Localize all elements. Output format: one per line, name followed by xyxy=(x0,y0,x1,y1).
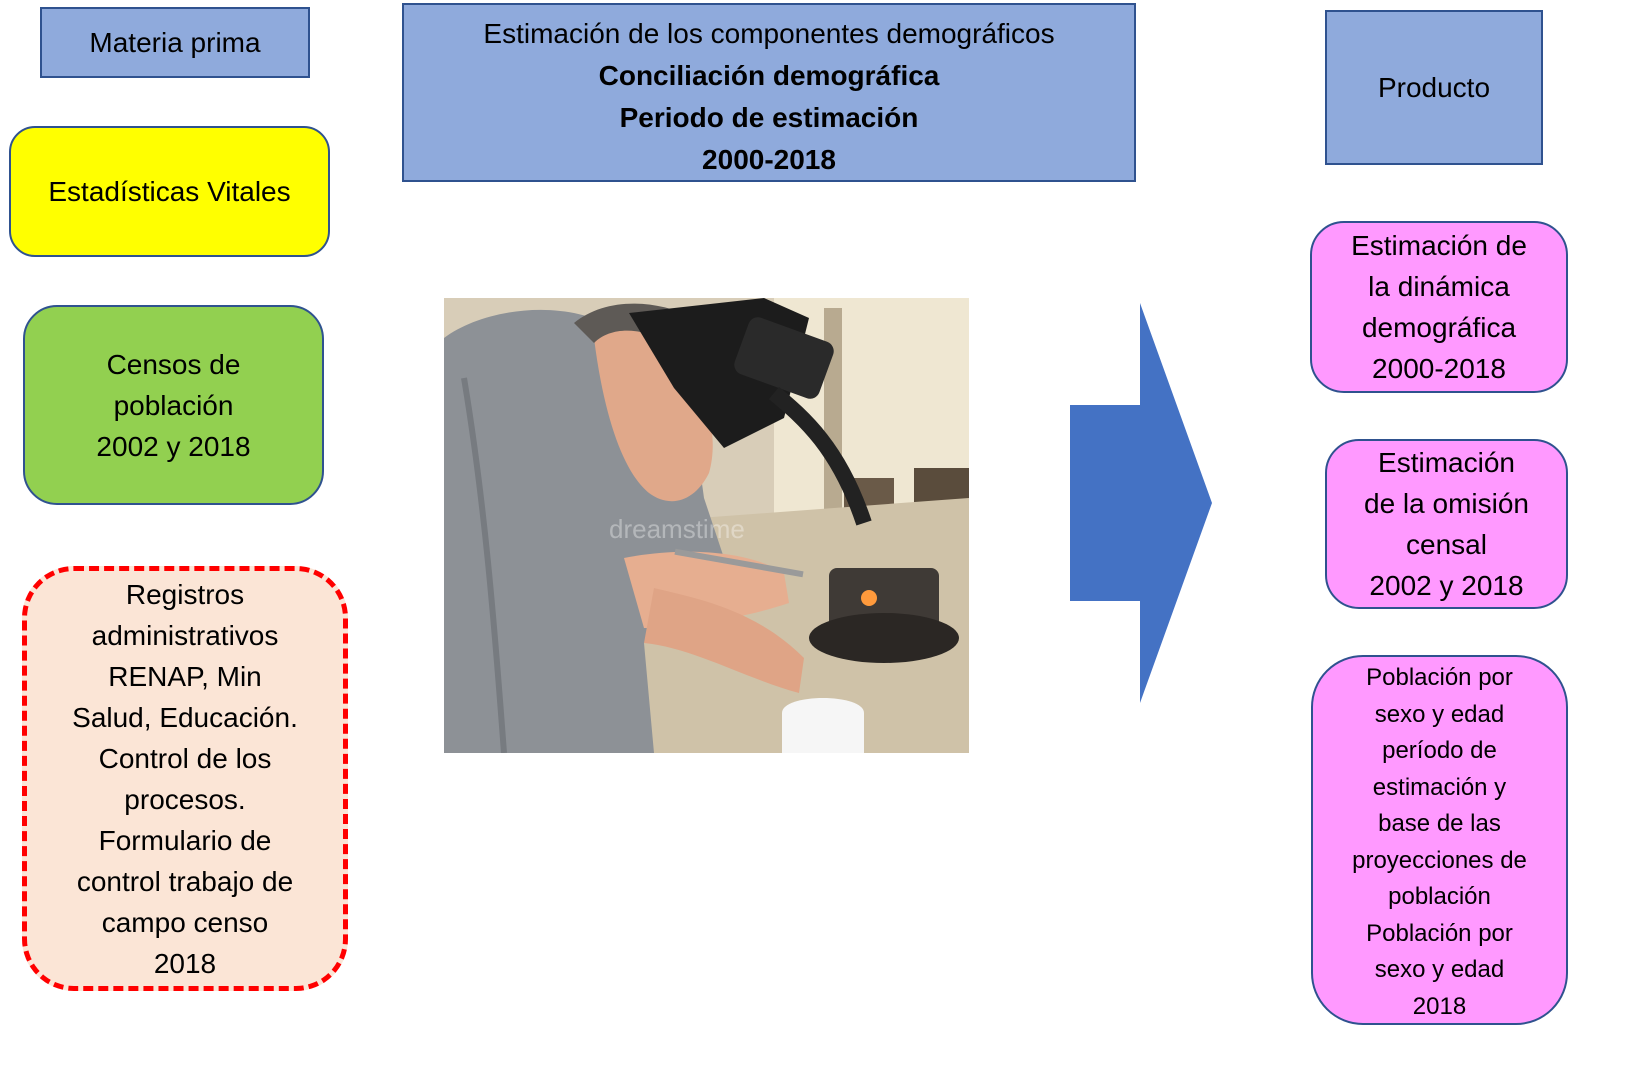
omision-line: de la omisión xyxy=(1364,488,1529,519)
poblacion-line: sexo y edad xyxy=(1374,700,1505,728)
photo-watermark: dreamstime xyxy=(609,514,745,544)
omision-line: 2002 y 2018 xyxy=(1369,570,1524,601)
header-line-4: 2000-2018 xyxy=(702,144,836,175)
registros-line: campo censo xyxy=(101,906,269,938)
registros-line: procesos. xyxy=(124,783,246,815)
dinamica-line: la dinámica xyxy=(1368,271,1510,302)
producto-label: Producto xyxy=(1377,71,1491,103)
registros-line: Registros xyxy=(125,578,245,610)
omision-box: Estimación de la omisión censal 2002 y 2… xyxy=(1325,439,1568,609)
omision-line: Estimación xyxy=(1378,447,1515,478)
poblacion-line: población xyxy=(1388,883,1491,910)
poblacion-line: Población por xyxy=(1366,919,1513,947)
poblacion-line: sexo y edad xyxy=(1374,956,1505,983)
registros-line: control trabajo de xyxy=(76,865,294,897)
header-line-2: Conciliación demográfica xyxy=(598,60,940,91)
poblacion-line: proyecciones de xyxy=(1352,846,1527,874)
dinamica-line: 2000-2018 xyxy=(1372,353,1506,384)
poblacion-line: Población por xyxy=(1366,664,1513,691)
header-line-3: Periodo de estimación xyxy=(619,102,919,133)
process-header-box: Estimación de los componentes demográfic… xyxy=(402,3,1136,182)
dinamica-line: demográfica xyxy=(1361,312,1517,343)
poblacion-box: Población por sexo y edad período de est… xyxy=(1311,655,1568,1025)
registros-line: 2018 xyxy=(153,947,217,979)
poblacion-line: 2018 xyxy=(1412,992,1467,1020)
censos-line: población xyxy=(113,389,234,421)
registros-line: administrativos xyxy=(91,619,279,651)
jeweler-photo: dreamstime xyxy=(444,298,969,753)
registros-box: Registros administrativos RENAP, Min Sal… xyxy=(22,566,348,991)
registros-line: Salud, Educación. xyxy=(72,701,298,733)
estadisticas-vitales-box: Estadísticas Vitales xyxy=(9,126,330,257)
poblacion-line: período de xyxy=(1382,737,1497,764)
poblacion-line: estimación y xyxy=(1372,773,1507,801)
poblacion-line: base de las xyxy=(1378,810,1501,837)
censos-line: 2002 y 2018 xyxy=(96,430,251,462)
omision-line: censal xyxy=(1406,529,1487,560)
censos-box: Censos de población 2002 y 2018 xyxy=(23,305,324,505)
registros-line: Control de los xyxy=(98,742,272,774)
estadisticas-vitales-label: Estadísticas Vitales xyxy=(48,175,291,207)
flow-arrow-icon xyxy=(1070,303,1212,703)
dinamica-line: Estimación de xyxy=(1351,230,1527,261)
header-line-1: Estimación de los componentes demográfic… xyxy=(483,18,1055,49)
materia-prima-box: Materia prima xyxy=(40,7,310,78)
producto-box: Producto xyxy=(1325,10,1543,165)
registros-line: Formulario de xyxy=(98,824,272,856)
dinamica-box: Estimación de la dinámica demográfica 20… xyxy=(1310,221,1568,393)
materia-prima-label: Materia prima xyxy=(89,26,261,58)
censos-line: Censos de xyxy=(106,348,241,380)
registros-line: RENAP, Min xyxy=(108,660,262,692)
